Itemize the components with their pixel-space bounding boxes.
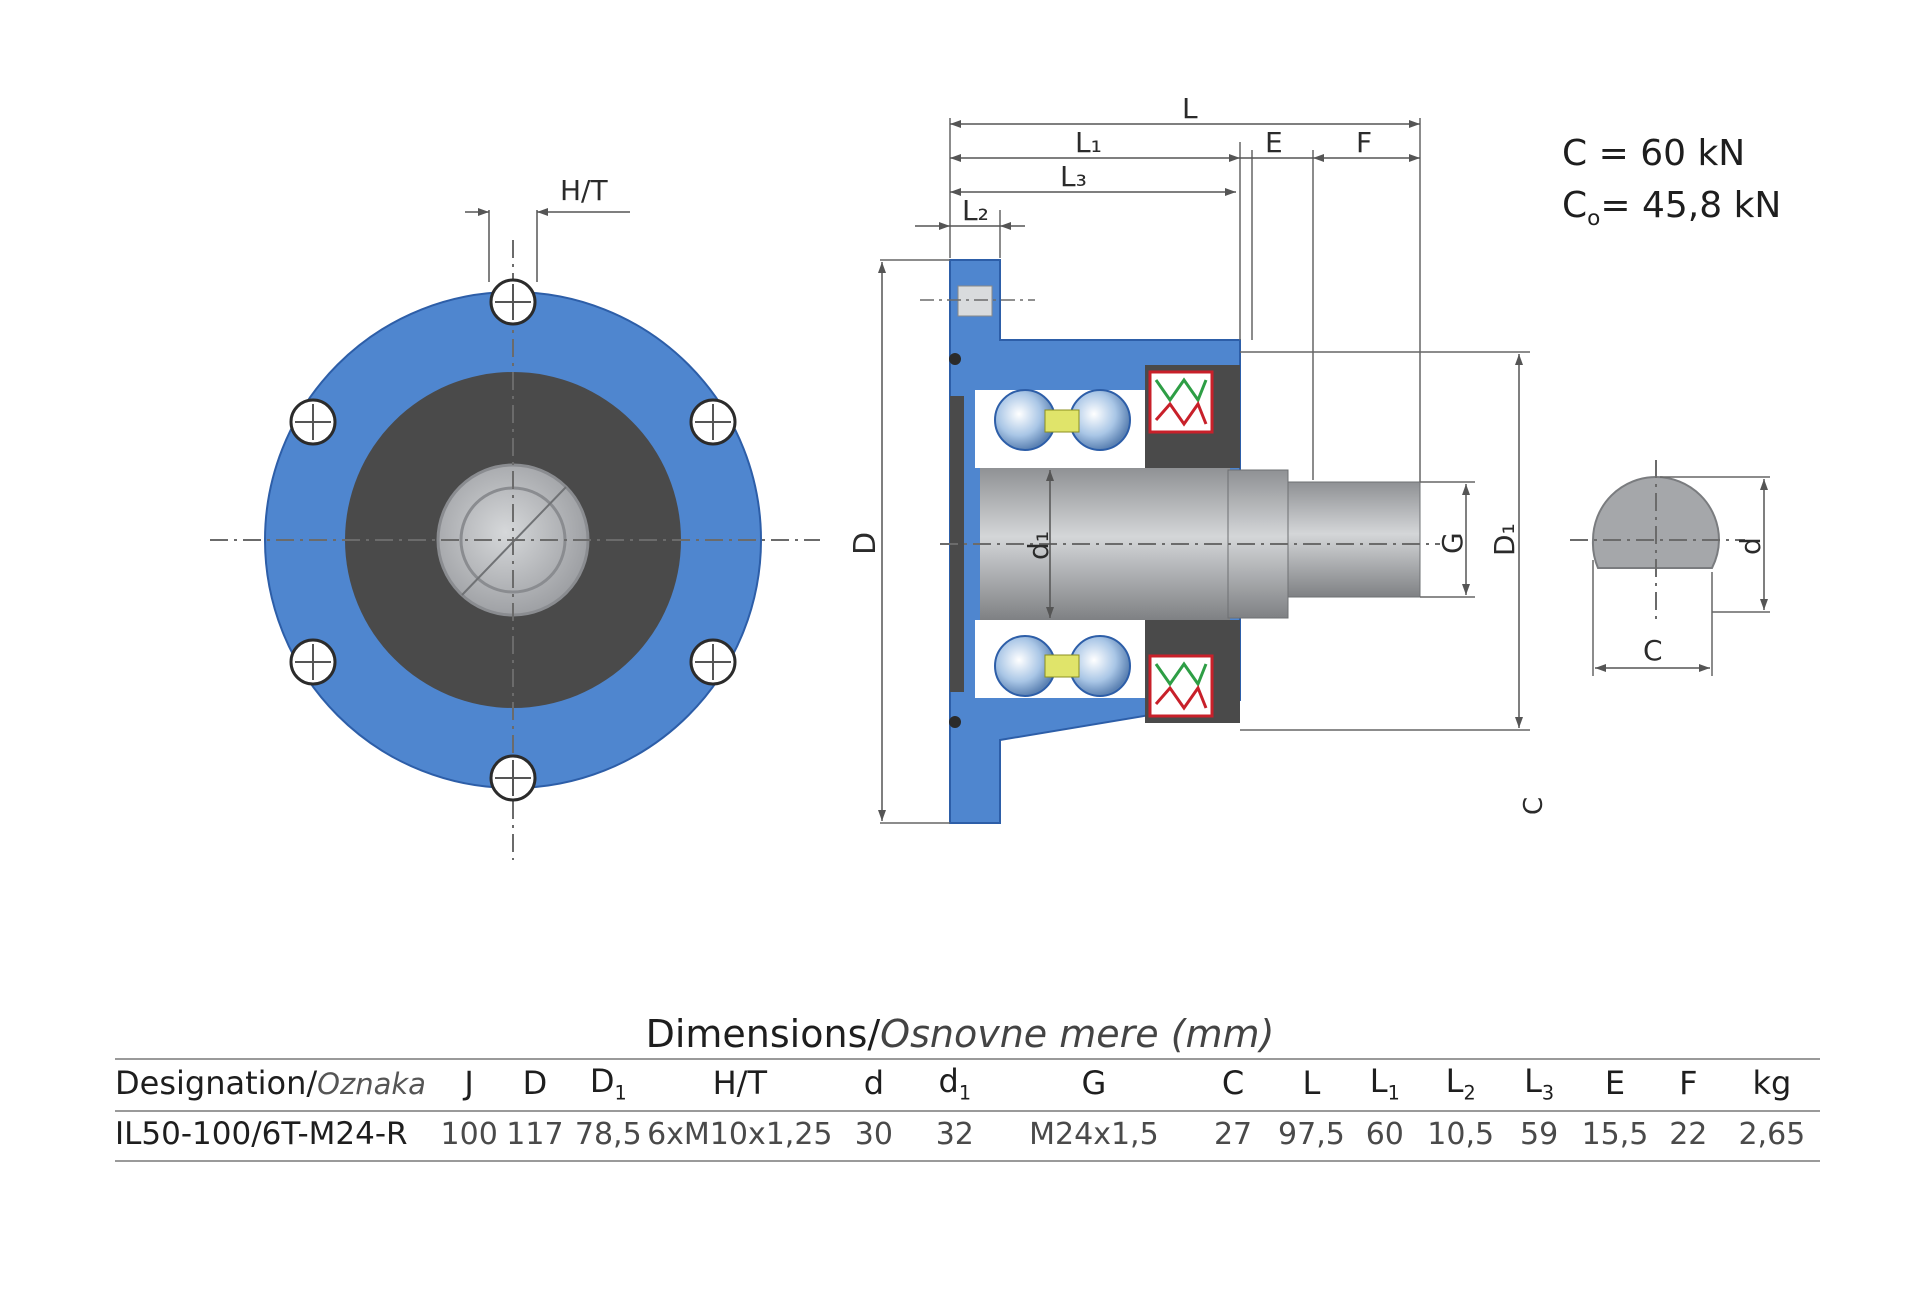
label-ht: H/T (560, 174, 608, 207)
header-col-6: G (995, 1057, 1193, 1113)
table-title-main: Dimensions/ (645, 1012, 881, 1056)
cell-value-14: 2,65 (1723, 1111, 1820, 1163)
cell-value-0: 100 (438, 1111, 500, 1163)
bolt-hole-upper-right (689, 398, 737, 446)
cell-value-5: 32 (914, 1111, 996, 1163)
front-view: H/T (210, 174, 820, 860)
label-G: G (1436, 532, 1469, 554)
header-col-3: H/T (646, 1057, 834, 1113)
seal-lower (1148, 654, 1214, 718)
c0-value: = 45,8 kN (1600, 185, 1782, 226)
bolt-hole-lower-left (289, 638, 337, 686)
header-col-14: kg (1723, 1057, 1820, 1113)
header-designation: Designation/Oznaka (115, 1057, 439, 1113)
cell-value-2: 78,5 (570, 1111, 647, 1163)
header-col-2: D1 (570, 1057, 647, 1113)
cell-value-12: 15,5 (1577, 1111, 1653, 1163)
label-d: d (1734, 537, 1767, 555)
cell-value-13: 22 (1652, 1111, 1724, 1163)
label-C: C (1643, 634, 1663, 667)
c0-sub: o (1587, 206, 1601, 232)
static-load-rating: Co= 45,8 kN (1562, 180, 1781, 245)
header-col-0: J (438, 1057, 500, 1113)
header-col-7: C (1192, 1057, 1274, 1113)
header-col-12: E (1577, 1057, 1653, 1113)
label-C-vertical: C (1519, 797, 1549, 815)
label-F: F (1356, 126, 1372, 159)
header-col-9: L1 (1349, 1057, 1421, 1113)
label-L3: L₃ (1060, 160, 1087, 193)
cell-value-10: 10,5 (1420, 1111, 1502, 1163)
cell-designation: IL50-100/6T-M24-R (115, 1111, 439, 1163)
cell-value-8: 97,5 (1273, 1111, 1350, 1163)
cell-value-7: 27 (1192, 1111, 1274, 1163)
header-col-13: F (1652, 1057, 1724, 1113)
cell-value-4: 30 (833, 1111, 915, 1163)
label-L: L (1182, 92, 1198, 125)
cell-value-6: M24x1,5 (995, 1111, 1193, 1163)
label-D1: D₁ (1488, 523, 1521, 556)
c0-prefix: C (1562, 185, 1588, 226)
label-d1: d₁ (1022, 531, 1055, 560)
seal-upper (1148, 370, 1214, 434)
label-L2: L₂ (962, 194, 989, 227)
shaft-thread-g (1287, 481, 1421, 598)
bolt-hole-bottom (489, 754, 537, 802)
load-ratings: C = 60 kN Co= 45,8 kN (1562, 128, 1781, 245)
header-col-5: d1 (914, 1057, 996, 1113)
bolt-hole-upper-left (289, 398, 337, 446)
label-D: D (848, 532, 883, 555)
table-title-italic: Osnovne mere (mm) (880, 1012, 1275, 1056)
cell-value-11: 59 (1501, 1111, 1578, 1163)
bolt-hole-lower-right (689, 638, 737, 686)
table-title: Dimensions/Osnovne mere (mm) (0, 1012, 1920, 1056)
section-view: L L₁ E F L₃ L₂ D d₁ G (848, 92, 1549, 824)
cell-value-3: 6xM10x1,25 (646, 1111, 834, 1163)
header-col-11: L3 (1501, 1057, 1578, 1113)
label-E: E (1265, 126, 1283, 159)
label-L1: L₁ (1075, 126, 1102, 159)
header-col-4: d (833, 1057, 915, 1113)
header-col-8: L (1273, 1057, 1350, 1113)
cell-value-1: 117 (499, 1111, 571, 1163)
header-col-10: L2 (1420, 1057, 1502, 1113)
header-col-1: D (499, 1057, 571, 1113)
cell-value-9: 60 (1349, 1111, 1421, 1163)
shaft-cross-section: d C (1570, 460, 1775, 676)
bolt-hole-top (489, 278, 537, 326)
dynamic-load-rating: C = 60 kN (1562, 133, 1746, 174)
